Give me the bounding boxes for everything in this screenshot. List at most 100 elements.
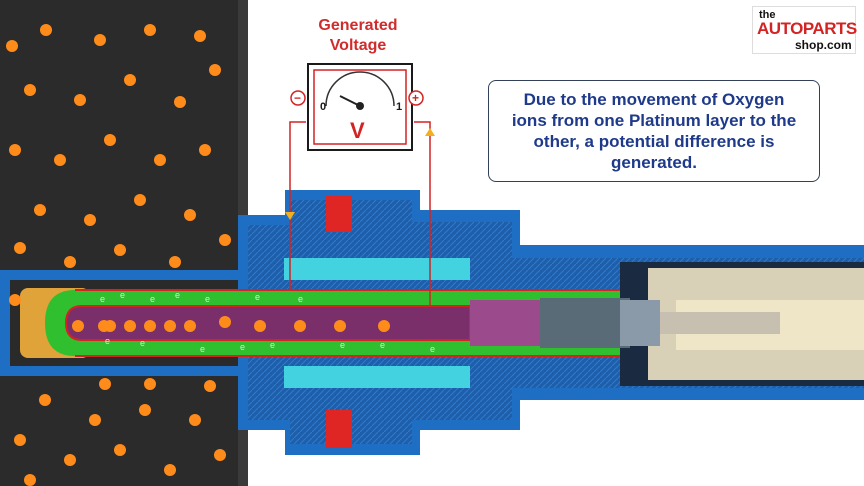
current-arrow-down — [285, 212, 295, 220]
oxygen-ion — [219, 316, 231, 328]
oxygen-particles — [6, 24, 390, 486]
gauge-min-label: 0 — [320, 101, 326, 113]
oxygen-ion — [24, 474, 36, 486]
oxygen-ion — [184, 209, 196, 221]
logo-line2: AUTOPARTS — [757, 19, 857, 38]
positive-terminal-icon — [408, 90, 424, 106]
cyan-ring-bottom — [284, 366, 470, 388]
oxygen-ion — [124, 74, 136, 86]
contact-block — [620, 300, 660, 346]
gauge-unit-label: V — [350, 118, 365, 143]
oxygen-ion — [204, 380, 216, 392]
electron-label: e — [105, 336, 110, 346]
wire-negative — [289, 121, 306, 290]
oxygen-ion — [144, 24, 156, 36]
oxygen-ion — [164, 464, 176, 476]
electron-label: e — [200, 344, 205, 354]
oxygen-ion — [9, 144, 21, 156]
electron-label: e — [150, 294, 155, 304]
signal-terminal — [660, 312, 780, 334]
oxygen-ion — [114, 444, 126, 456]
electron-labels: e e e e e e e e e e e e e e e — [100, 290, 435, 354]
oxygen-ion — [6, 40, 18, 52]
seal-top — [326, 196, 352, 232]
electron-label: e — [430, 344, 435, 354]
logo-line3: shop.com — [795, 38, 852, 52]
oxygen-ion — [174, 96, 186, 108]
exhaust-gas-region — [0, 0, 238, 486]
oxygen-ion — [189, 414, 201, 426]
oxygen-ion — [134, 194, 146, 206]
oxygen-ion — [99, 378, 111, 390]
oxygen-ion — [114, 244, 126, 256]
wire-positive — [414, 121, 431, 306]
oxygen-ion — [219, 234, 231, 246]
oxygen-ion — [194, 30, 206, 42]
oxygen-ion — [89, 414, 101, 426]
voltage-title-line1: Generated — [318, 17, 398, 34]
positive-terminal-label: + — [412, 91, 419, 105]
electron-label: e — [255, 292, 260, 302]
oxygen-ion — [214, 449, 226, 461]
oxygen-ion — [144, 378, 156, 390]
oxygen-ion — [74, 94, 86, 106]
electron-label: e — [380, 340, 385, 350]
negative-terminal-label: − — [294, 91, 301, 105]
oxygen-ion — [24, 84, 36, 96]
oxygen-ion — [334, 320, 346, 332]
oxygen-ion — [54, 154, 66, 166]
caption-box: Due to the movement of Oxygen ions from … — [488, 80, 820, 182]
oxygen-ion — [14, 242, 26, 254]
caption-text: Due to the movement of Oxygen ions from … — [511, 90, 797, 172]
oxygen-ion — [94, 34, 106, 46]
oxygen-ion — [184, 320, 196, 332]
current-arrow-up — [425, 128, 435, 136]
oxygen-ion — [164, 320, 176, 332]
oxygen-ion — [139, 404, 151, 416]
electron-label: e — [270, 340, 275, 350]
oxygen-ion — [84, 214, 96, 226]
gauge-max-label: 1 — [396, 101, 402, 113]
oxygen-ion — [98, 320, 110, 332]
cyan-ring-top — [284, 258, 470, 280]
negative-terminal-icon — [290, 90, 306, 106]
electron-label: e — [140, 338, 145, 348]
electron-label: e — [298, 294, 303, 304]
contact-spring-housing — [540, 298, 630, 348]
oxygen-ion — [64, 454, 76, 466]
electron-label: e — [240, 342, 245, 352]
oxygen-ion — [209, 64, 221, 76]
oxygen-ion — [9, 294, 21, 306]
outer-platinum-layer — [75, 289, 620, 357]
oxygen-ion — [34, 204, 46, 216]
electron-label: e — [340, 340, 345, 350]
oxygen-ion — [39, 394, 51, 406]
voltmeter — [307, 63, 413, 151]
oxygen-ion — [378, 320, 390, 332]
brand-logo: the AUTOPARTS shop.com — [752, 6, 857, 54]
electron-label: e — [120, 290, 125, 300]
electron-label: e — [205, 294, 210, 304]
voltage-title: Generated Voltage — [296, 16, 420, 56]
logo-line1: the — [759, 9, 776, 21]
inner-reference-air — [64, 305, 471, 341]
purple-extension — [470, 300, 540, 346]
oxygen-ion — [14, 434, 26, 446]
oxygen-ion — [40, 24, 52, 36]
oxygen-ion — [254, 320, 266, 332]
oxygen-ion — [154, 154, 166, 166]
oxygen-ion — [124, 320, 136, 332]
oxygen-ion — [72, 320, 84, 332]
seal-bottom — [326, 410, 352, 448]
oxygen-ion — [199, 144, 211, 156]
oxygen-ion — [294, 320, 306, 332]
electron-label: e — [100, 294, 105, 304]
electron-label: e — [175, 290, 180, 300]
oxygen-ion — [64, 256, 76, 268]
oxygen-ion — [169, 256, 181, 268]
voltage-title-line2: Voltage — [329, 37, 387, 54]
oxygen-ion — [104, 134, 116, 146]
oxygen-ion — [144, 320, 156, 332]
